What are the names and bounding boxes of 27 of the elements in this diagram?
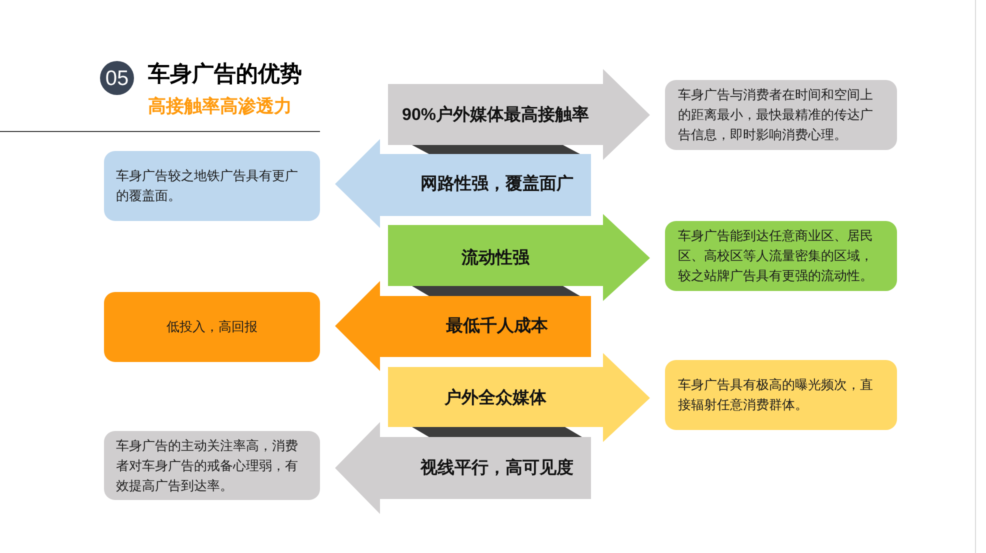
description-text: 车身广告与消费者在时间和空间上的距离最小，最快最精准的传达广告信息，即时影响消费心理。	[678, 86, 874, 144]
description-card	[665, 360, 897, 430]
description-card	[104, 292, 320, 362]
arrow-text: 网路性强，覆盖面广	[420, 172, 574, 194]
right-arrow-banner	[388, 214, 650, 301]
slide-title: 车身广告的优势	[148, 60, 302, 88]
description-text: 车身广告具有极高的曝光频次，直接辐射任意消费群体。	[678, 376, 874, 414]
description-text: 低投入，高回报	[166, 318, 258, 336]
left-arrow-banner	[335, 281, 591, 371]
description-card	[104, 151, 320, 221]
description-text: 车身广告较之地铁广告具有更广的覆盖面。	[116, 167, 299, 205]
arrow-text: 视线平行，高可见度	[420, 457, 574, 479]
description-card	[104, 431, 320, 500]
arrow-text: 户外全众媒体	[444, 386, 546, 408]
arrow-text: 90%户外媒体最高接触率	[402, 104, 590, 126]
slide-subtitle: 高接触率高渗透力	[148, 95, 292, 118]
arrow-text: 流动性强	[462, 246, 530, 268]
description-card	[665, 221, 897, 291]
right-arrow-banner	[388, 353, 650, 442]
arrow-text: 最低千人成本	[446, 315, 548, 337]
description-text: 车身广告能到达任意商业区、居民区、高校区等人流量密集的区域，较之站牌广告具有更强的流动性。	[678, 227, 874, 285]
left-arrow-banner	[335, 422, 591, 514]
section-number-circle: 05	[100, 61, 134, 95]
left-arrow-banner	[335, 139, 591, 228]
description-text: 车身广告的主动关注率高，消费者对车身广告的戒备心理弱，有效提高广告到达率。	[116, 436, 299, 494]
right-arrow-banner	[388, 69, 650, 160]
description-card	[665, 80, 897, 150]
